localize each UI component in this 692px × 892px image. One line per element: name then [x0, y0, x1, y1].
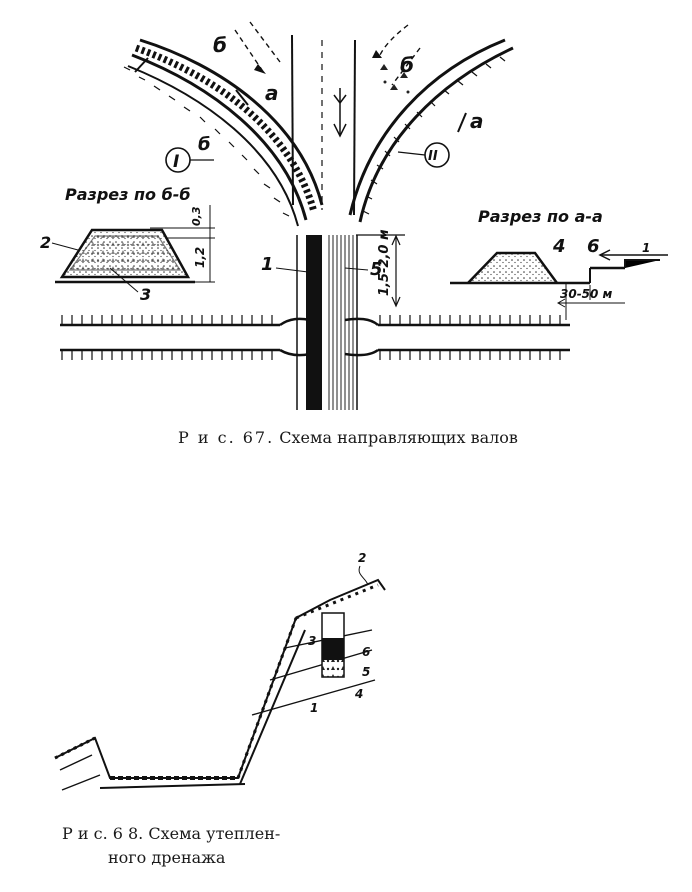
label-3-section: 3	[140, 285, 151, 304]
aa-arrow-icon	[598, 249, 668, 261]
height-dimension	[356, 234, 405, 308]
figure-68-caption: Р и с. 6 8. Схема утеплен- ного дренажа	[62, 822, 280, 870]
figure-67-caption-text: Схема направляющих валов	[279, 428, 518, 447]
label-b-inner: б	[198, 134, 211, 155]
figure-68-caption-line2: ного дренажа	[108, 848, 226, 867]
flow-arrow-icon	[333, 88, 347, 138]
section-bb-drawing	[55, 205, 215, 284]
section-aa-drawing	[450, 251, 660, 320]
label-6-aa: 6	[587, 236, 600, 257]
label-a-right: а	[470, 109, 484, 133]
label-4-aa: 4	[552, 236, 566, 257]
channel-upper	[291, 34, 356, 216]
fig68-label-2: 2	[358, 551, 366, 565]
fig68-label-6: 6	[362, 645, 370, 659]
fig68-label-4: 4	[354, 687, 363, 701]
right-dike-ticks	[362, 56, 506, 215]
section-aa-title: Разрез по а-а	[478, 207, 603, 226]
right-dike	[348, 38, 514, 223]
fig68-label-1: 1	[310, 701, 318, 715]
label-b-top: б	[213, 33, 227, 57]
dim-12: 1,2	[193, 247, 207, 268]
label-a-left: а	[265, 81, 279, 105]
label-5-drain: 5	[370, 259, 383, 280]
figure-67-caption: Р и с. 67. Схема направляющих валов	[178, 428, 518, 447]
label-b-right: б	[400, 53, 414, 77]
section-marker-lines	[134, 57, 467, 133]
dim-03: 0,3	[190, 206, 203, 226]
left-dike	[127, 38, 324, 227]
figure-67-caption-prefix: Р и с. 67.	[178, 428, 275, 447]
flow-arrowheads	[254, 50, 382, 74]
fig68-label-5: 5	[362, 665, 370, 679]
roman-II-label: II	[428, 149, 438, 164]
figure-68-caption-line1: Р и с. 6 8. Схема утеплен-	[62, 824, 281, 843]
stone-dots	[380, 64, 410, 94]
dim-height: 1,5-2,0 м	[377, 229, 392, 296]
dashed-flow-arrows	[234, 21, 421, 86]
fig68-label-3: 3	[308, 634, 316, 648]
dim-offset: 30-50 м	[560, 287, 613, 301]
drain-strip	[296, 235, 358, 410]
section-bb-title: Разрез по б-б	[65, 185, 191, 204]
aa-arrow-mark: 1	[642, 241, 650, 255]
left-dike-ticks	[123, 66, 290, 217]
figure-68-drawing	[54, 578, 386, 791]
label-1-drain: 1	[261, 254, 274, 275]
road-ticks	[61, 315, 561, 360]
label-2-section: 2	[40, 233, 51, 252]
roman-I-label: I	[173, 152, 179, 172]
